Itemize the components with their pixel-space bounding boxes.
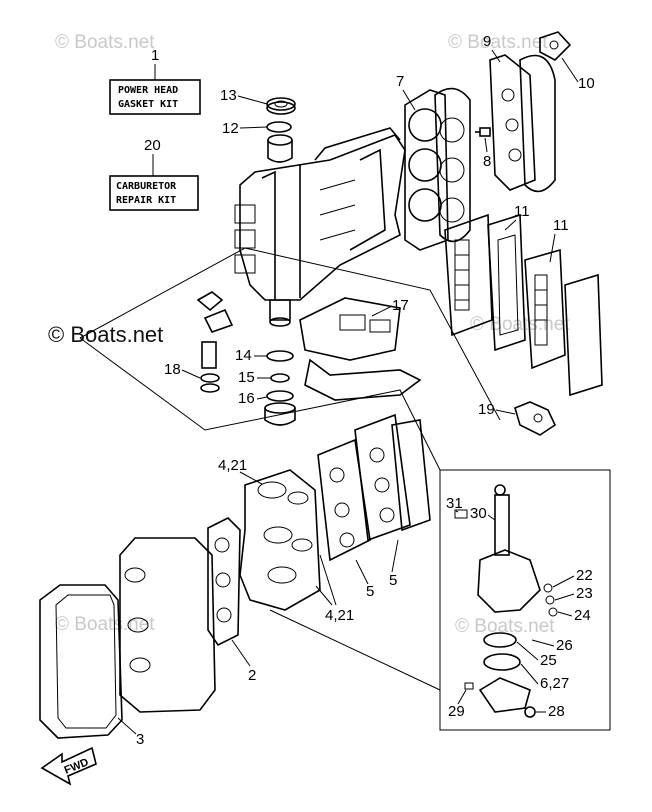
callout-8: 8 xyxy=(483,153,491,170)
cylinder-head-gasket-7 xyxy=(404,89,449,251)
washer-16 xyxy=(266,390,294,402)
exhaust-cover xyxy=(564,273,603,397)
callout-5-b: 5 xyxy=(389,572,397,589)
carburetor-frame-link xyxy=(269,609,441,691)
callout-5-a: 5 xyxy=(366,583,374,600)
shaft-stack xyxy=(264,299,296,426)
callout-14: 14 xyxy=(235,347,252,364)
callout-19: 19 xyxy=(478,401,495,418)
float-25 xyxy=(483,632,517,648)
o-ring-12 xyxy=(266,121,292,133)
oil-seal-13 xyxy=(266,97,296,115)
o-ring-15 xyxy=(270,373,290,383)
callout-10: 10 xyxy=(578,75,595,92)
gasket-6-27 xyxy=(483,653,521,671)
callout-6-27: 6,27 xyxy=(540,675,569,692)
power-head-kit-line1: POWER HEAD xyxy=(118,85,178,96)
reed-plate-gasket xyxy=(391,419,431,532)
callout-23: 23 xyxy=(576,585,593,602)
callout-11-b: 11 xyxy=(553,217,569,234)
callout-26: 26 xyxy=(556,637,573,654)
callout-31: 31 xyxy=(446,495,463,512)
watermark-top-right: © Boats.net xyxy=(448,32,548,53)
exhaust-plate-a xyxy=(487,213,526,352)
intake-manifold-gasket-5-b xyxy=(354,413,411,542)
callout-28: 28 xyxy=(548,703,565,720)
carburetor-kit-frame xyxy=(109,175,199,211)
callout-18: 18 xyxy=(164,361,181,378)
callout-13: 13 xyxy=(220,87,237,104)
watermark-middle-right: © Boats.net xyxy=(470,314,570,335)
callout-11-a: 11 xyxy=(514,203,530,220)
callout-3: 3 xyxy=(136,731,144,748)
callout-15: 15 xyxy=(238,369,255,386)
carburetor-body xyxy=(454,484,558,718)
power-head-block xyxy=(234,127,406,301)
drain-screw-28 xyxy=(524,706,536,718)
enclosure-line-upper xyxy=(79,247,501,421)
callout-9: 9 xyxy=(483,33,491,50)
crankcase-base-gasket-17 xyxy=(299,297,401,361)
watermark-lower-right: © Boats.net xyxy=(455,616,555,637)
callout-25: 25 xyxy=(540,652,557,669)
watermark-middle-left: © Boats.net xyxy=(48,322,163,347)
callout-2: 2 xyxy=(248,667,256,684)
callout-4-21-top: 4,21 xyxy=(218,457,247,474)
intake-manifold-gasket-5-a xyxy=(317,438,371,562)
exhaust-gasket-11-b xyxy=(524,248,566,370)
carburetor-kit-line1: CARBURETOR xyxy=(116,181,177,192)
carburetor-kit-line2: REPAIR KIT xyxy=(116,195,176,206)
callout-12: 12 xyxy=(222,120,239,137)
callout-17: 17 xyxy=(392,297,409,314)
head-cover-gasket-9 xyxy=(489,54,536,191)
power-head-kit-number: 1 xyxy=(151,47,159,64)
callout-4-21-bottom: 4,21 xyxy=(325,607,354,624)
thermostat-cover-10 xyxy=(539,31,572,61)
watermark-top-left: © Boats.net xyxy=(55,32,155,53)
callout-29: 29 xyxy=(448,703,465,720)
lower-mount-plate xyxy=(304,358,422,401)
power-head-kit-frame xyxy=(109,79,201,115)
forward-direction-badge: FWD xyxy=(40,746,97,786)
callout-16: 16 xyxy=(238,390,255,407)
bracket-19 xyxy=(514,401,557,436)
fitting-18 xyxy=(196,291,234,393)
power-head-gasket-kit-box: 1 POWER HEAD GASKET KIT xyxy=(109,47,201,115)
outer-head-cover xyxy=(519,54,556,193)
callout-30: 30 xyxy=(470,505,487,522)
callout-7: 7 xyxy=(396,73,404,90)
intake-gasket-2 xyxy=(207,517,241,647)
carburetor-kit-number: 20 xyxy=(144,137,161,154)
bearing-housing xyxy=(267,134,293,163)
callout-24: 24 xyxy=(574,607,591,624)
power-head-kit-line2: GASKET KIT xyxy=(118,99,178,110)
intake-silencer-body xyxy=(119,537,216,713)
anode-8 xyxy=(475,127,491,137)
silencer-gasket-3 xyxy=(39,584,123,739)
callout-22: 22 xyxy=(576,567,593,584)
carburetor-detail-frame xyxy=(439,469,611,731)
carburetor-repair-kit-box: 20 CARBURETOR REPAIR KIT xyxy=(109,137,199,211)
reed-valve-assembly-4-21 xyxy=(239,469,321,611)
enclosure-line-lower xyxy=(79,337,441,471)
exhaust-gasket-11-a xyxy=(444,213,493,337)
seal-14 xyxy=(266,350,294,362)
float-bowl xyxy=(478,677,531,713)
